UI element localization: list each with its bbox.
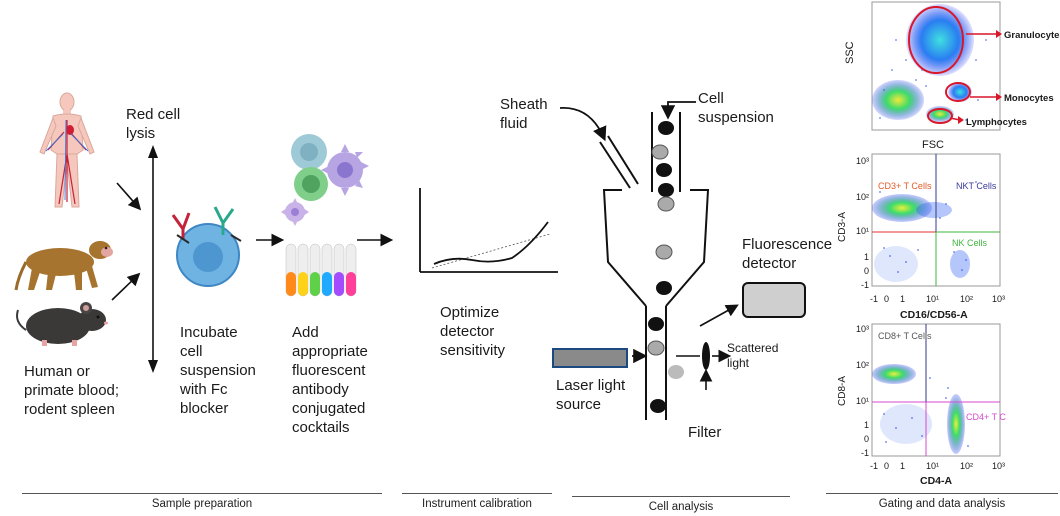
sheath-fluid-label: Sheath fluid bbox=[500, 96, 548, 132]
cd16-axis-label: CD16/CD56-A bbox=[900, 309, 968, 321]
fluorescent-tubes-icon bbox=[285, 243, 357, 297]
lymphocytes-label: Lymphocytes bbox=[966, 117, 1027, 128]
cd3-q3-label: NK Cells bbox=[952, 238, 988, 248]
sample-prep-divider bbox=[22, 493, 382, 494]
cd3-yticks: 10³ 10² 10¹ 1 0 -1 bbox=[847, 154, 869, 290]
sample-prep-section-label: Sample preparation bbox=[151, 498, 253, 510]
ytick: 10² bbox=[855, 192, 869, 202]
ytick: 1 bbox=[863, 420, 869, 430]
cd3-xticks: -1 0 1 10¹ 10² 10³ bbox=[870, 294, 1010, 306]
xtick: 1 bbox=[900, 294, 906, 304]
calibration-section-label: Instrument calibration bbox=[422, 498, 532, 510]
calibration-divider bbox=[402, 493, 552, 494]
granulocytes-label: Granulocytes bbox=[1004, 30, 1060, 41]
ytick: -1 bbox=[860, 280, 869, 290]
calibration-curve-graph bbox=[419, 188, 558, 273]
cd3-q1-label: CD3+ T Cells bbox=[878, 181, 932, 191]
ytick: -1 bbox=[860, 448, 869, 458]
xtick: -1 bbox=[870, 294, 879, 304]
xtick: 10¹ bbox=[926, 294, 940, 304]
cd4-axis-label: CD4-A bbox=[920, 475, 953, 487]
cell-suspension-label: Cell suspension bbox=[698, 90, 774, 126]
monocytes-label: Monocytes bbox=[1004, 93, 1054, 104]
xtick: 1 bbox=[900, 461, 906, 471]
ytick: 10³ bbox=[855, 324, 869, 334]
ytick: 0 bbox=[863, 434, 869, 444]
xtick: 10¹ bbox=[926, 461, 940, 471]
xtick: 0 bbox=[884, 461, 890, 471]
ytick: 10³ bbox=[855, 156, 869, 166]
flow-cell-diagram bbox=[560, 101, 739, 420]
xtick: 10³ bbox=[992, 461, 1006, 471]
sample-prep-arrows bbox=[111, 145, 394, 373]
fluorescence-detector-box bbox=[742, 282, 806, 318]
mouse-icon bbox=[16, 302, 108, 346]
ytick: 10² bbox=[855, 360, 869, 370]
scattered-light-label: Scattered light bbox=[727, 341, 779, 370]
xtick: 0 bbox=[884, 294, 890, 304]
immune-cells-icon bbox=[281, 134, 369, 226]
fsc-ssc-plot bbox=[871, 1, 1002, 131]
human-body-icon bbox=[39, 92, 95, 208]
ytick: 0 bbox=[863, 266, 869, 276]
monkey-icon bbox=[14, 241, 113, 291]
cd8-q2-label: CD4+ T C bbox=[966, 412, 1006, 422]
red-cell-lysis-label: Red cell lysis bbox=[126, 106, 181, 142]
cell-analysis-divider bbox=[572, 496, 790, 497]
fluorescence-detector-label: Fluorescence detector bbox=[742, 236, 833, 272]
xtick: 10² bbox=[960, 461, 974, 471]
ytick: 10¹ bbox=[855, 226, 869, 236]
laser-source-box bbox=[552, 348, 628, 368]
cd8-q1-label: CD8+ T Cells bbox=[878, 331, 932, 341]
cd3-cd16-plot bbox=[871, 153, 1001, 287]
cd8-yticks: 10³ 10² 10¹ 1 0 -1 bbox=[847, 322, 869, 458]
optimize-label: Optimize detector sensitivity bbox=[440, 304, 506, 359]
laser-label: Laser light source bbox=[556, 377, 626, 413]
fc-blocked-cell-icon bbox=[171, 206, 242, 287]
xtick: 10³ bbox=[992, 294, 1006, 304]
species-label: Human or primate blood; rodent spleen bbox=[24, 363, 120, 418]
ytick: 10¹ bbox=[855, 396, 869, 406]
gating-divider bbox=[826, 493, 1058, 494]
add-antibody-label: Add appropriate fluorescent antibody con… bbox=[292, 324, 368, 436]
ytick: 1 bbox=[863, 252, 869, 262]
xtick: 10² bbox=[960, 294, 974, 304]
cd3-q2-label: NKT Cells bbox=[956, 181, 997, 191]
incubate-label: Incubate cell suspension with Fc blocker bbox=[180, 324, 256, 417]
cd8-cd4-plot bbox=[871, 323, 1001, 457]
ssc-axis-label: SSC bbox=[844, 41, 856, 64]
cell-analysis-section-label: Cell analysis bbox=[648, 501, 714, 513]
filter-label: Filter bbox=[688, 424, 722, 441]
xtick: -1 bbox=[870, 461, 879, 471]
cd8-xticks: -1 0 1 10¹ 10² 10³ bbox=[870, 461, 1010, 473]
gating-section-label: Gating and data analysis bbox=[878, 498, 1006, 510]
fsc-axis-label: FSC bbox=[922, 139, 944, 151]
